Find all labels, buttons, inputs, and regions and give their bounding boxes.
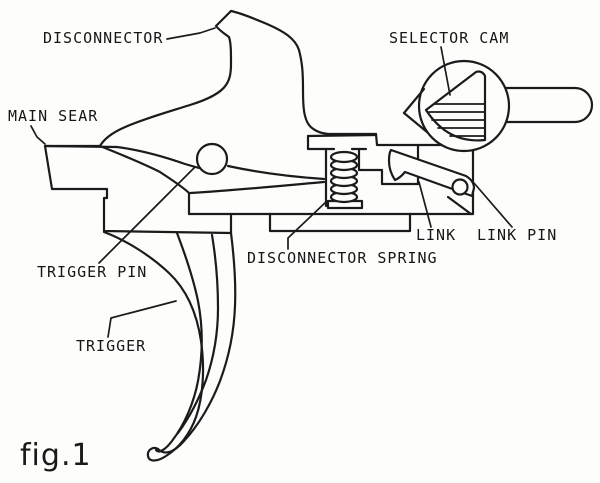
label-trigger-pin: TRIGGER PIN [37, 263, 148, 281]
link-pin-leader [473, 182, 513, 228]
disconnector-spring-shape [326, 150, 364, 210]
receiver-rails [187, 132, 475, 233]
link-shape [387, 148, 476, 216]
label-link-pin: LINK PIN [477, 226, 558, 244]
selector-cam-leader [440, 46, 451, 96]
main-sear-leader [30, 125, 46, 145]
link-leader [418, 181, 432, 228]
link-pin-shape [451, 178, 469, 196]
leader-lines [30, 27, 513, 338]
trigger-pin-leader [98, 166, 196, 264]
selector-cam-shape [402, 59, 594, 153]
label-disconnector: DISCONNECTOR [43, 29, 164, 47]
trigger-leader [107, 300, 177, 338]
disconnector-spring-leader [287, 200, 328, 250]
trigger-shape [102, 230, 237, 462]
trigger-bar-lines [188, 164, 326, 195]
label-main-sear: MAIN SEAR [8, 107, 99, 125]
selector-handle [501, 86, 594, 124]
disconnector-leader [166, 27, 216, 40]
disconnector-shape [98, 9, 378, 148]
label-trigger: TRIGGER [76, 337, 147, 355]
label-selector-cam: SELECTOR CAM [389, 29, 510, 47]
trigger-pin-shape [195, 142, 229, 176]
label-link: LINK [416, 226, 457, 244]
figure-caption: fig.1 [20, 438, 92, 473]
main-sear-shape [43, 144, 233, 235]
label-disconnector-spring: DISCONNECTOR SPRING [247, 249, 438, 267]
